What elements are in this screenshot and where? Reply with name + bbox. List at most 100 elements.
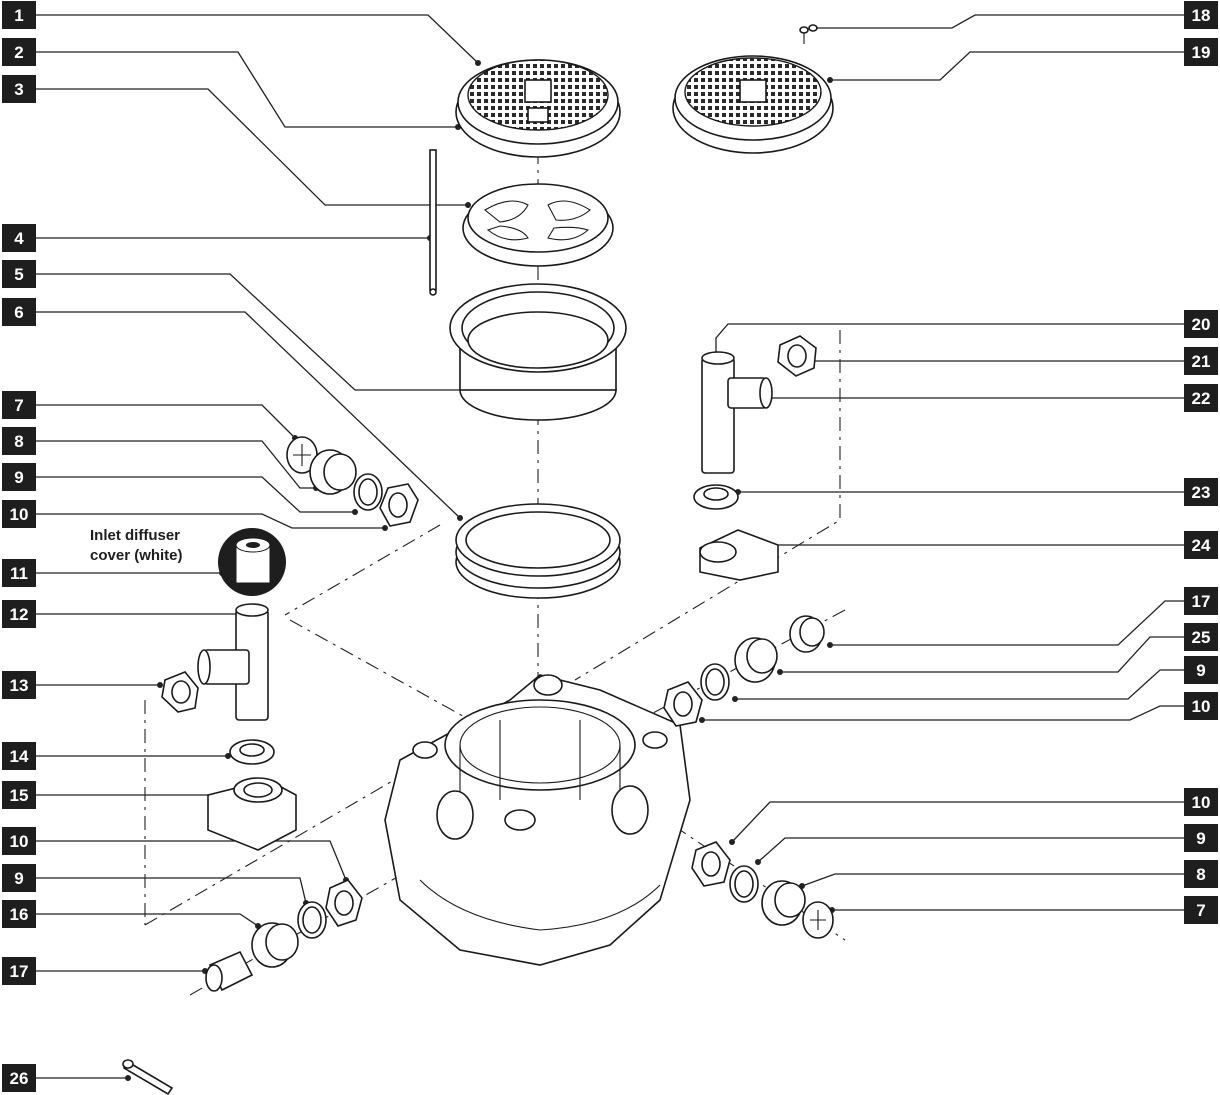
callout-number: 22 — [1192, 389, 1211, 408]
callout-badge: 10 — [1184, 788, 1218, 816]
callout-number: 24 — [1192, 536, 1211, 555]
nut-lower-right[interactable] — [691, 841, 731, 887]
callout-badge: 6 — [2, 298, 36, 326]
callout-number: 10 — [1192, 793, 1211, 812]
right-callout-badges: 18 19 20 21 22 23 24 17 25 9 10 10 9 8 7 — [1184, 1, 1218, 924]
cap-plug-lower-right[interactable] — [802, 901, 834, 939]
o-ring-upper-right[interactable] — [700, 663, 730, 701]
lid-support-ring[interactable] — [462, 183, 614, 267]
tank-body[interactable] — [384, 674, 691, 966]
callout-badge: 9 — [1184, 656, 1218, 684]
callout-badge: 21 — [1184, 347, 1218, 375]
locking-rod[interactable] — [429, 149, 437, 296]
nut-upper-right[interactable] — [663, 681, 703, 727]
callout-number: 17 — [1192, 592, 1211, 611]
callout-number: 6 — [14, 303, 23, 322]
adapter-lower-left[interactable] — [251, 922, 299, 968]
callout-badge: 23 — [1184, 478, 1218, 506]
callout-badge: 7 — [2, 391, 36, 419]
callout-badge: 3 — [2, 75, 36, 103]
riser-gasket[interactable] — [455, 503, 621, 599]
callout-number: 4 — [14, 229, 24, 248]
callout-number: 19 — [1192, 43, 1211, 62]
callout-badge: 4 — [2, 224, 36, 252]
callout-badge: 12 — [2, 600, 36, 628]
callout-badge: 24 — [1184, 531, 1218, 559]
callout-number: 23 — [1192, 483, 1211, 502]
nut-lower-left[interactable] — [325, 879, 363, 927]
callout-badge: 15 — [2, 781, 36, 809]
nut-tee-bottom[interactable] — [229, 739, 275, 765]
callout-badge: 9 — [2, 463, 36, 491]
locking-pin[interactable] — [122, 1059, 174, 1095]
callout-number: 13 — [10, 676, 29, 695]
callout-number: 26 — [10, 1069, 29, 1088]
outlet-filter-housing[interactable] — [699, 529, 779, 581]
o-ring-lower-right[interactable] — [729, 865, 759, 903]
callout-badge: 16 — [2, 900, 36, 928]
callout-badge: 10 — [1184, 692, 1218, 720]
coupler-lower-left[interactable] — [205, 950, 254, 992]
inlet-baffle[interactable] — [207, 777, 297, 851]
inlet-diffuser-cover[interactable] — [218, 528, 286, 596]
callout-number: 10 — [10, 832, 29, 851]
callout-badge: 22 — [1184, 384, 1218, 412]
callout-badge: 9 — [2, 864, 36, 892]
callout-badge: 17 — [2, 957, 36, 985]
coupler-upper-right[interactable] — [789, 615, 825, 653]
callout-badge: 26 — [2, 1064, 36, 1092]
nut-upper-left[interactable] — [379, 483, 419, 527]
callout-badge: 10 — [2, 500, 36, 528]
callout-badge: 17 — [1184, 587, 1218, 615]
riser-ring[interactable] — [449, 283, 627, 421]
inlet-tee[interactable] — [197, 603, 269, 721]
callout-badge: 8 — [1184, 860, 1218, 888]
callout-number: 17 — [10, 962, 29, 981]
outlet-tee[interactable] — [701, 351, 773, 474]
callout-number: 11 — [10, 564, 28, 583]
callout-number: 10 — [10, 505, 29, 524]
callout-badge: 14 — [2, 742, 36, 770]
adapter-lower-right[interactable] — [761, 880, 806, 926]
cap-plug-upper-left[interactable] — [286, 436, 318, 474]
callout-badge: 13 — [2, 671, 36, 699]
inlet-diffuser-note-line1: Inlet diffuser — [90, 527, 180, 544]
callout-badge: 5 — [2, 260, 36, 288]
callout-number: 3 — [14, 80, 23, 99]
callout-number: 8 — [14, 432, 23, 451]
callout-badge: 25 — [1184, 623, 1218, 651]
o-ring-upper-left[interactable] — [353, 473, 383, 511]
callout-number: 14 — [10, 747, 29, 766]
callout-badge: 20 — [1184, 310, 1218, 338]
callout-badge: 9 — [1184, 824, 1218, 852]
callout-number: 9 — [14, 869, 23, 888]
inlet-diffuser-note-line2: cover (white) — [90, 547, 183, 564]
callout-number: 15 — [10, 786, 29, 805]
callout-badge: 2 — [2, 38, 36, 66]
callout-number: 9 — [1196, 661, 1205, 680]
callout-number: 21 — [1192, 352, 1211, 371]
o-ring-lower-left[interactable] — [297, 901, 327, 939]
callout-number: 2 — [14, 43, 23, 62]
nut-outlet-top[interactable] — [777, 335, 817, 377]
callout-number: 9 — [1196, 829, 1205, 848]
callout-number: 12 — [10, 605, 29, 624]
callout-number: 7 — [14, 396, 23, 415]
callout-badge: 18 — [1184, 1, 1218, 29]
callout-badge: 10 — [2, 827, 36, 855]
callout-number: 9 — [14, 468, 23, 487]
callout-badge: 19 — [1184, 38, 1218, 66]
adapter-upper-left[interactable] — [309, 449, 357, 495]
lid-grid[interactable] — [455, 59, 621, 158]
callout-badge: 1 — [2, 1, 36, 29]
lid-grid-alt[interactable] — [672, 55, 834, 154]
callout-number: 7 — [1196, 901, 1205, 920]
adapter-upper-right[interactable] — [734, 637, 778, 683]
nut-outlet-bottom[interactable] — [693, 484, 739, 510]
callout-number: 25 — [1192, 628, 1211, 647]
callout-number: 18 — [1192, 6, 1211, 25]
nut-tee-left[interactable] — [161, 671, 199, 713]
callout-badge: 7 — [1184, 896, 1218, 924]
